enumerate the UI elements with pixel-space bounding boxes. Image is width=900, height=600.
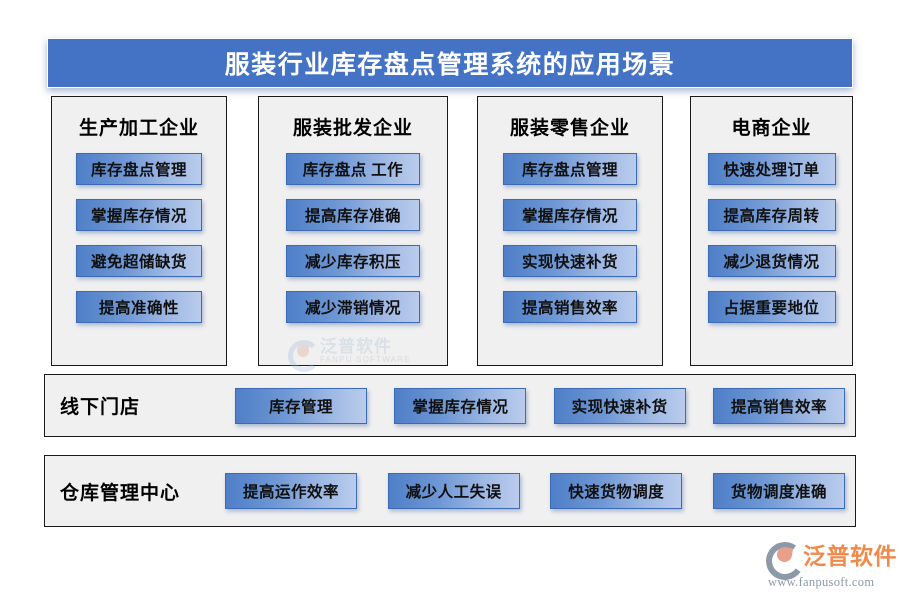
category-row-items: 提高运作效率 减少人工失误 快速货物调度 货物调度准确 (225, 473, 855, 509)
category-item-pill[interactable]: 实现快速补货 (503, 245, 637, 277)
category-card-production: 生产加工企业 库存盘点管理 掌握库存情况 避免超储缺货 提高准确性 (51, 96, 227, 366)
category-title: 服装零售企业 (509, 118, 630, 139)
category-title: 线下门店 (60, 397, 141, 418)
category-item-pill[interactable]: 提高运作效率 (225, 473, 357, 509)
category-item-pill[interactable]: 库存盘点管理 (76, 153, 202, 185)
category-item-pill[interactable]: 快速处理订单 (707, 153, 836, 185)
category-title: 电商企业 (731, 118, 812, 139)
category-title: 仓库管理中心 (60, 482, 181, 504)
brand-url: www.fanpusoft.com (768, 575, 875, 589)
category-card-retail: 服装零售企业 库存盘点管理 掌握库存情况 实现快速补货 提高销售效率 (477, 96, 663, 366)
category-item-pill[interactable]: 占据重要地位 (707, 291, 836, 323)
category-card-ecommerce: 电商企业 快速处理订单 提高库存周转 减少退货情况 占据重要地位 (690, 96, 853, 366)
category-item-pill[interactable]: 减少人工失误 (387, 473, 520, 509)
category-item-pill[interactable]: 库存盘点 工作 (286, 153, 420, 185)
category-item-pill[interactable]: 掌握库存情况 (394, 387, 527, 424)
brand-logo: 泛普软件 www.fanpusoft.com (766, 540, 897, 592)
category-card-wholesale: 服装批发企业 库存盘点 工作 提高库存准确 减少库存积压 减少滞销情况 (258, 96, 448, 366)
category-item-pill[interactable]: 掌握库存情况 (76, 199, 202, 231)
category-item-pill[interactable]: 提高准确性 (76, 291, 202, 323)
category-item-pill[interactable]: 减少退货情况 (707, 245, 836, 277)
category-item-pill[interactable]: 提高销售效率 (503, 291, 637, 323)
category-item-pill[interactable]: 提高销售效率 (712, 387, 845, 424)
category-item-pill[interactable]: 避免超储缺货 (76, 245, 202, 277)
category-row-offline-store: 线下门店 库存管理 掌握库存情况 实现快速补货 提高销售效率 (44, 374, 856, 437)
category-row-warehouse-center: 仓库管理中心 提高运作效率 减少人工失误 快速货物调度 货物调度准确 (44, 455, 856, 527)
category-item-pill[interactable]: 库存盘点管理 (503, 153, 637, 185)
category-item-pill[interactable]: 掌握库存情况 (503, 199, 637, 231)
category-item-pill[interactable]: 提高库存准确 (286, 199, 420, 231)
page-title-bar: 服装行业库存盘点管理系统的应用场景 (47, 38, 853, 88)
brand-name: 泛普软件 (803, 543, 897, 569)
category-item-pill[interactable]: 减少滞销情况 (286, 291, 420, 323)
category-item-pill[interactable]: 实现快速补货 (553, 387, 686, 424)
fanpu-logo-icon (766, 540, 800, 572)
category-item-pill[interactable]: 快速货物调度 (550, 473, 683, 509)
category-item-pill[interactable]: 库存管理 (235, 387, 367, 424)
category-item-pill[interactable]: 提高库存周转 (707, 199, 836, 231)
category-row-items: 库存管理 掌握库存情况 实现快速补货 提高销售效率 (235, 387, 855, 424)
category-title: 服装批发企业 (292, 118, 413, 139)
brand-logo-row: 泛普软件 (766, 540, 897, 572)
category-title: 生产加工企业 (78, 118, 199, 139)
category-item-pill[interactable]: 货物调度准确 (712, 473, 845, 509)
page-title: 服装行业库存盘点管理系统的应用场景 (224, 52, 676, 79)
category-item-pill[interactable]: 减少库存积压 (286, 245, 420, 277)
